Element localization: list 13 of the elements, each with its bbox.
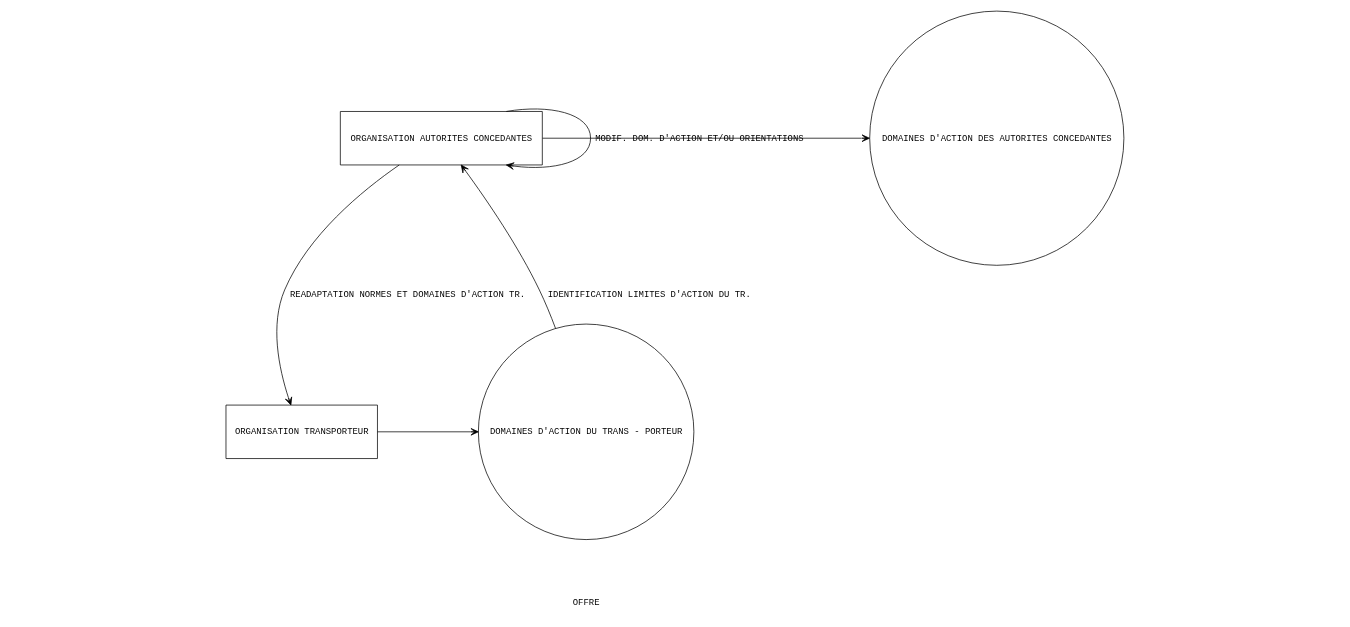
arrow	[377, 428, 479, 436]
arrow	[542, 134, 870, 142]
label: OFFRE	[572, 597, 600, 608]
node-circle: DOMAINES D'ACTION DES AUTORITES CONCEDANTES	[869, 10, 1125, 266]
arrow	[276, 164, 400, 406]
node-circle: DOMAINES D'ACTION DU TRANS - PORTEUR	[478, 323, 695, 540]
edge-label: MODIF. DOM. D'ACTION ET/OU ORIENTATIONS	[595, 133, 804, 144]
node-box: ORGANISATION AUTORITES CONCEDANTES	[339, 111, 543, 166]
node-box: ORGANISATION TRANSPORTEUR	[225, 404, 378, 459]
edge-label: READAPTATION NORMES ET DOMAINES D'ACTION TR.	[289, 290, 526, 301]
arrow	[460, 164, 556, 329]
edge-label: IDENTIFICATION LIMITES D'ACTION DU TR.	[547, 290, 751, 301]
arrow	[506, 108, 591, 170]
